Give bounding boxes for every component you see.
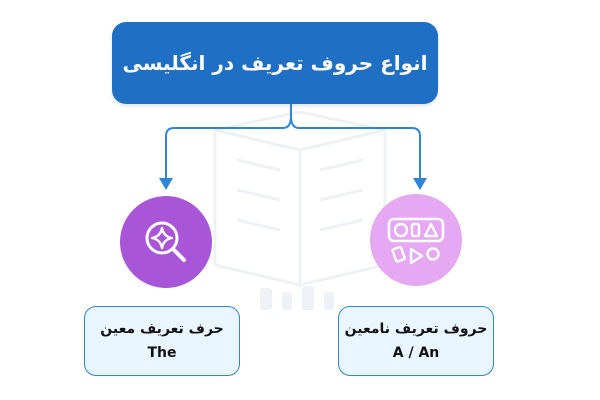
title-text: انواع حروف تعریف در انگلیسی	[122, 51, 428, 75]
indefinite-label: حروف تعریف نامعین	[344, 321, 488, 337]
indefinite-icon-circle	[370, 194, 462, 286]
arrowhead-right-icon	[413, 178, 427, 190]
indefinite-value: A / An	[392, 345, 440, 361]
shapes-icon	[387, 217, 445, 265]
title-box: انواع حروف تعریف در انگلیسی	[112, 22, 438, 104]
indefinite-article-card: حروف تعریف نامعین A / An	[338, 306, 494, 376]
definite-value: The	[147, 345, 177, 361]
definite-icon-circle	[120, 196, 212, 288]
definite-label: حرف تعریف معین	[100, 321, 224, 337]
definite-article-card: حرف تعریف معین The	[84, 306, 240, 376]
sparkle-magnifier-icon	[145, 221, 186, 262]
arrowhead-left-icon	[159, 178, 173, 190]
